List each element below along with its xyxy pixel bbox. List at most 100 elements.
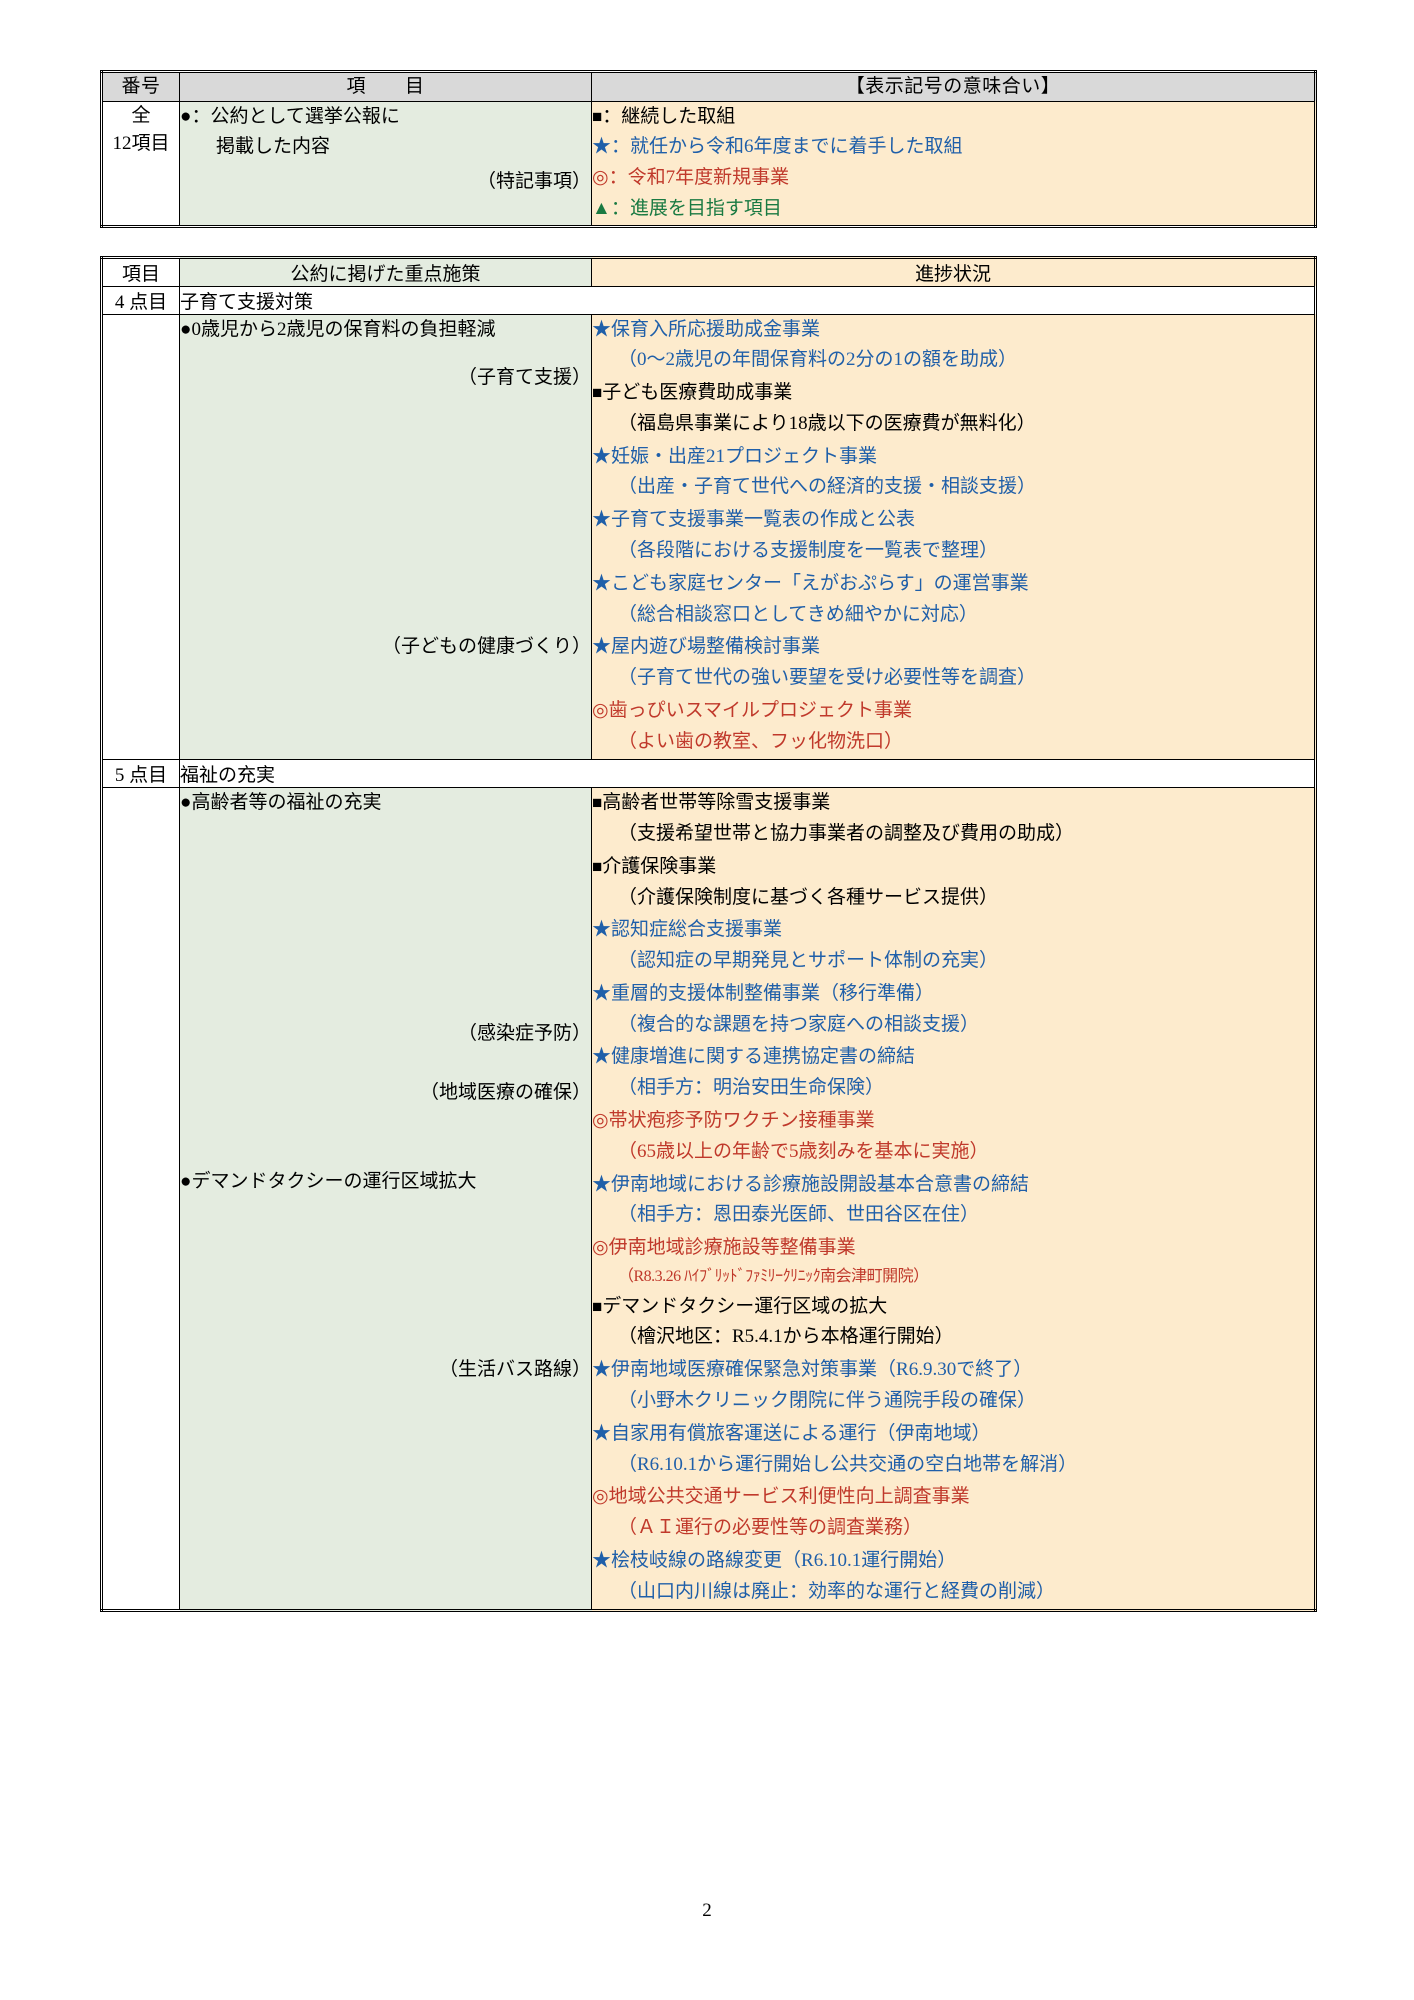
status-entry-title: 伊南地域における診療施設開設基本合意書の締結	[611, 1173, 1030, 1195]
star-icon: ★	[592, 318, 612, 340]
status-entry: ★認知症総合支援事業 （認知症の早期発見とサポート体制の充実）	[592, 915, 1314, 977]
legend-symbol-text-new: ：令和7年度新規事業	[608, 167, 790, 189]
legend-table: 番号 項 目 【表示記号の意味合い】 全 12項目 ●：公約として選挙公報に 掲…	[100, 70, 1317, 228]
square-icon: ■	[592, 856, 603, 876]
legend-item-line2: 掲載した内容	[216, 136, 331, 158]
legend-count-line2: 12項目	[112, 133, 170, 155]
section-number-spacer-5	[101, 787, 180, 1611]
status-entry: ★子育て支援事業一覧表の作成と公表 （各段階における支援制度を一覧表で整理）	[592, 505, 1314, 567]
legend-symbols-cell: ■：継続した取組 ★：就任から令和6年度までに着手した取組 ◎：令和7年度新規事…	[591, 100, 1316, 227]
legend-header-row: 番号 項 目 【表示記号の意味合い】	[101, 71, 1316, 102]
star-icon: ★	[592, 445, 612, 467]
status-entry-title: 伊南地域診療施設等整備事業	[608, 1237, 856, 1259]
legend-count-cell: 全 12項目	[101, 100, 180, 227]
status-entry: ★伊南地域医療確保緊急対策事業（R6.9.30で終了） （小野木クリニック閉院に…	[592, 1355, 1314, 1417]
status-entry: ★伊南地域における診療施設開設基本合意書の締結 （相手方：恩田泰光医師、世田谷区…	[592, 1170, 1314, 1232]
legend-symbol-row-started: ★：就任から令和6年度までに着手した取組	[592, 132, 1314, 163]
status-entry-title: 重層的支援体制整備事業（移行準備）	[611, 982, 935, 1004]
status-entry: ★桧枝岐線の路線変更（R6.10.1運行開始） （山口内川線は廃止：効率的な運行…	[592, 1546, 1314, 1608]
policy-lead-5: ●高齢者等の福祉の充実	[180, 792, 382, 814]
section-number-4: 4 点目	[101, 285, 180, 315]
policy-lead-5-second: ●デマンドタクシーの運行区域拡大	[180, 1170, 477, 1192]
triangle-icon: ▲	[592, 197, 611, 219]
status-entry-title: 保育入所応援助成金事業	[611, 318, 821, 340]
status-entry-title: こども家庭センター「えがおぷらす」の運営事業	[611, 572, 1029, 594]
status-entry-title: 自家用有償旅客運送による運行（伊南地域）	[611, 1422, 991, 1444]
policy-note-5-2: （生活バス路線）	[438, 1359, 591, 1381]
section-title-4: 子育て支援対策	[179, 285, 1316, 315]
double-circle-icon: ◎	[592, 1486, 609, 1508]
status-entry-title: 高齢者世帯等除雪支援事業	[602, 792, 831, 814]
status-entry-detail: （山口内川線は廃止：効率的な運行と経費の削減）	[618, 1580, 1056, 1602]
star-icon: ★	[592, 1422, 612, 1444]
star-icon: ★	[592, 1549, 612, 1571]
legend-symbol-text-continued: ：継続した取組	[602, 105, 736, 127]
legend-item-note: （特記事項）	[476, 171, 591, 193]
status-entry-detail: （支援希望世帯と協力事業者の調整及び費用の助成）	[618, 823, 1075, 845]
legend-item-line1: ●：公約として選挙公報に	[180, 105, 400, 127]
status-entry-title: 歯っぴいスマイルプロジェクト事業	[608, 699, 913, 721]
status-entry-title: 伊南地域医療確保緊急対策事業（R6.9.30で終了）	[611, 1359, 1033, 1381]
section-body-row-5: ●高齢者等の福祉の充実 （感染症予防） （地域医療の確保） ●デマンドタクシーの…	[101, 787, 1316, 1612]
double-circle-icon: ◎	[592, 1109, 609, 1131]
section-number-5: 5 点目	[101, 759, 180, 789]
star-icon: ★	[592, 1173, 612, 1195]
status-entry-title: 認知症総合支援事業	[611, 919, 783, 941]
status-entry: ◎地域公共交通サービス利便性向上調査事業 （ＡＩ運行の必要性等の調査業務）	[592, 1482, 1314, 1544]
status-entry-title: 妊娠・出産21プロジェクト事業	[611, 445, 878, 467]
legend-header-item: 項 目	[179, 71, 592, 102]
status-entry: ★屋内遊び場整備検討事業 （子育て世代の強い要望を受け必要性等を調査）	[592, 632, 1314, 694]
section-header-row-4: 4 点目 子育て支援対策	[101, 285, 1316, 315]
policy-note-4-0: （子育て支援）	[457, 367, 591, 389]
status-entry: ★自家用有償旅客運送による運行（伊南地域） （R6.10.1から運行開始し公共交…	[592, 1419, 1314, 1481]
status-entry: ◎歯っぴいスマイルプロジェクト事業 （よい歯の教室、フッ化物洗口）	[592, 696, 1314, 758]
legend-symbol-text-progress: ：進展を目指す項目	[610, 197, 782, 219]
status-entry-title: 地域公共交通サービス利便性向上調査事業	[608, 1486, 970, 1508]
main-header-row: 項目 公約に掲げた重点施策 進捗状況	[101, 256, 1316, 287]
status-entry-detail: （65歳以上の年齢で5歳刻みを基本に実施）	[618, 1140, 989, 1162]
status-entry-detail: （相手方：明治安田生命保険）	[618, 1077, 885, 1099]
legend-count-line1: 全	[131, 104, 151, 126]
star-icon: ★	[592, 136, 612, 158]
legend-symbol-row-progress: ▲：進展を目指す項目	[592, 194, 1314, 225]
section-body-row-4: ●0歳児から2歳児の保育料の負担軽減 （子育て支援） （子どもの健康づくり） ★…	[101, 313, 1316, 761]
status-entry: ■子ども医療費助成事業 （福島県事業により18歳以下の医療費が無料化）	[592, 378, 1314, 440]
policy-note-5-0: （感染症予防）	[457, 1023, 591, 1045]
status-entry-detail: （介護保険制度に基づく各種サービス提供）	[618, 886, 999, 908]
star-icon: ★	[592, 1359, 612, 1381]
status-entry-detail: （各段階における支援制度を一覧表で整理）	[618, 539, 999, 561]
table-gap	[100, 228, 1314, 256]
star-icon: ★	[592, 636, 612, 658]
legend-symbol-text-started: ：就任から令和6年度までに着手した取組	[611, 136, 963, 158]
status-entry-title: 介護保険事業	[602, 855, 717, 877]
section-title-5: 福祉の充実	[179, 759, 1316, 789]
status-entry-detail: （R8.3.26 ﾊｲﾌﾞﾘｯﾄﾞﾌｧﾐﾘｰｸﾘﾆｯｸ南会津町開院）	[618, 1267, 929, 1285]
double-circle-icon: ◎	[592, 1237, 609, 1259]
status-entry-title: デマンドタクシー運行区域の拡大	[602, 1295, 888, 1317]
legend-header-symbols: 【表示記号の意味合い】	[591, 71, 1316, 102]
status-entry-detail: （出産・子育て世代への経済的支援・相談支援）	[618, 476, 1037, 498]
policy-lead-4: ●0歳児から2歳児の保育料の負担軽減	[180, 318, 496, 340]
progress-table: 項目 公約に掲げた重点施策 進捗状況 4 点目 子育て支援対策 ●0歳児から2歳…	[100, 255, 1317, 1613]
section-header-row-5: 5 点目 福祉の充実	[101, 759, 1316, 789]
status-entry: ★保育入所応援助成金事業 （0〜2歳児の年間保育料の2分の1の額を助成）	[592, 315, 1314, 377]
main-header-no: 項目	[101, 256, 180, 287]
status-entry-detail: （0〜2歳児の年間保育料の2分の1の額を助成）	[618, 349, 1018, 371]
status-entry-detail: （総合相談窓口としてきめ細やかに対応）	[618, 603, 978, 625]
page-number: 2	[702, 1900, 712, 1921]
status-entry-detail: （福島県事業により18歳以下の医療費が無料化）	[618, 412, 1036, 434]
double-circle-icon: ◎	[592, 167, 609, 189]
main-header-status: 進捗状況	[591, 256, 1316, 287]
status-entry-detail: （よい歯の教室、フッ化物洗口）	[618, 730, 904, 752]
status-entry-title: 桧枝岐線の路線変更（R6.10.1運行開始）	[611, 1549, 957, 1571]
main-header-item: 公約に掲げた重点施策	[179, 256, 592, 287]
policy-note-4-1: （子どもの健康づくり）	[381, 636, 591, 658]
legend-item-cell: ●：公約として選挙公報に 掲載した内容 （特記事項）	[179, 100, 592, 227]
policy-cell-5: ●高齢者等の福祉の充実 （感染症予防） （地域医療の確保） ●デマンドタクシーの…	[179, 787, 592, 1612]
status-entry-title: 子育て支援事業一覧表の作成と公表	[611, 509, 916, 531]
star-icon: ★	[592, 1046, 612, 1068]
status-entry-detail: （ＡＩ運行の必要性等の調査業務）	[618, 1517, 923, 1539]
legend-symbol-row-new: ◎：令和7年度新規事業	[592, 163, 1314, 194]
status-entry-detail: （複合的な課題を持つ家庭への相談支援）	[618, 1013, 980, 1035]
